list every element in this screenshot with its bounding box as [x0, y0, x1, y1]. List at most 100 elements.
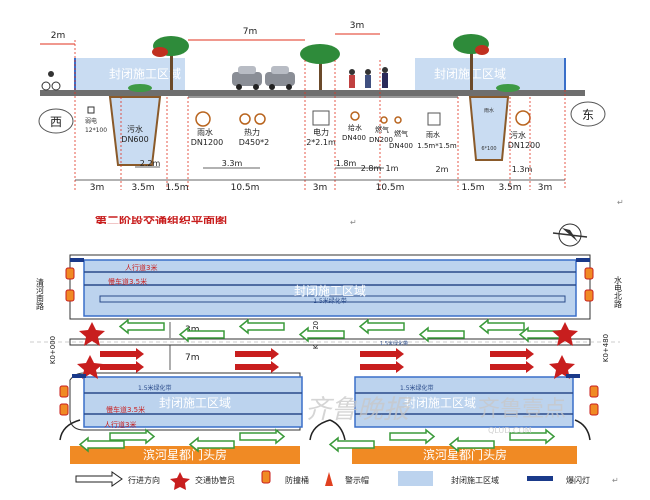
arrow-eastbound-red — [360, 361, 404, 373]
dim-2-2m: 2.2m — [140, 159, 161, 168]
arrow-eastbound — [239, 428, 286, 445]
legend-cone-icon — [325, 472, 333, 486]
legend-zone: 封闭施工区域 — [451, 475, 499, 485]
arrow-westbound — [478, 318, 525, 335]
slow-lane-label-bottom: 慢车道3.5米 — [106, 405, 145, 414]
upper-closed-zone — [83, 259, 577, 317]
car-icon — [265, 66, 295, 90]
rain-2-label: 雨水 — [426, 130, 440, 139]
lower-zone-label-right: 封闭施工区域 — [404, 396, 476, 410]
lane-width-7m: 7m — [185, 353, 200, 363]
sewer-pipe-right — [515, 110, 531, 126]
telecom-label: 弱电 — [85, 117, 97, 125]
lower-closed-zone-left — [83, 376, 303, 428]
green-belt-label-r: 1.5米绿化带 — [400, 384, 434, 392]
pedestrian-icon — [349, 67, 388, 88]
arrow-westbound — [298, 326, 345, 343]
plan-title: 第二阶段交通组织平面图 — [95, 213, 227, 228]
sewer-left-size: DN600 — [121, 135, 148, 144]
dim-3-3m: 3.3m — [222, 159, 243, 168]
power-duct — [312, 110, 330, 126]
barrier-barrel-icons — [59, 267, 599, 416]
arrow-eastbound-red — [100, 361, 144, 373]
right-trench-size: 6*100 — [481, 146, 496, 152]
legend-direction: 行进方向 — [128, 475, 160, 485]
arrow-eastbound-red — [100, 348, 144, 360]
arrow-westbound — [78, 436, 125, 453]
legend: 行进方向 交通协管员 防撞桶 警示帽 封闭施工区域 爆闪灯 ↵ — [75, 470, 619, 490]
sewer-right-size: DN1200 — [508, 141, 541, 150]
dim-2-8m: 2.8m — [361, 164, 382, 173]
car-icon — [232, 66, 262, 90]
gas-pipe-1 — [380, 116, 388, 124]
lower-closed-zone-right — [354, 376, 574, 428]
section-zone-label-left: 封闭施工区域 — [109, 67, 181, 81]
arrow-eastbound-red — [235, 348, 279, 360]
sewer-left-label: 污水 — [127, 124, 143, 134]
cyclist-icon — [41, 71, 61, 91]
heat-pipe-b — [254, 113, 266, 125]
ped-lane-label-top: 人行道3米 — [125, 263, 157, 272]
gas-1-size: DN200 — [369, 136, 393, 144]
slow-lane-label-top: 慢车道3.5米 — [108, 277, 147, 286]
bdim-3m-right: 3m — [538, 183, 553, 193]
heat-size: D450*2 — [239, 138, 270, 147]
arrow-eastbound-red — [490, 361, 534, 373]
upper-zone-label: 封闭施工区域 — [294, 284, 366, 298]
ped-lane-label-bottom: 人行道3米 — [104, 420, 136, 429]
rain-2-size: 1.5m*1.5m — [417, 142, 457, 150]
bdim-3m-left: 3m — [90, 183, 105, 193]
dim-2m: 2m — [51, 31, 66, 41]
water-size: DN400 — [342, 134, 366, 142]
trench-right — [468, 96, 510, 161]
dim-2m-inner: 2m — [436, 165, 449, 174]
arrow-westbound — [328, 436, 375, 453]
arrow-westbound — [118, 318, 165, 335]
arrow-westbound — [418, 326, 465, 343]
east-marker — [570, 101, 606, 127]
bdim-10-5m-right: 10.5m — [376, 183, 405, 193]
tree-icon — [453, 34, 489, 90]
building-left-label: 滨河星都门头房 — [143, 447, 227, 462]
lower-zone-label-left: 封闭施工区域 — [159, 396, 231, 410]
trench-left — [108, 96, 162, 166]
arrow-westbound — [178, 326, 225, 343]
dim-7m: 7m — [243, 27, 258, 37]
telecom-pipe — [87, 106, 95, 114]
west-marker — [38, 108, 74, 134]
sewer-right-label: 污水 — [510, 130, 526, 140]
dim-3m: 3m — [350, 21, 365, 31]
north-compass-icon — [552, 223, 588, 247]
legend-barrel-icon — [261, 470, 271, 484]
k-left: K0+000 — [49, 336, 57, 364]
arrow-eastbound-red — [360, 348, 404, 360]
gas-2-label: 燃气 — [394, 129, 408, 138]
arrow-eastbound — [389, 428, 436, 445]
cross-section: 封闭施工区域 封闭施工区域 — [38, 21, 624, 207]
lane-width-3m: 3m — [185, 325, 200, 335]
tree-icon — [300, 44, 340, 90]
road-surface — [40, 90, 585, 96]
legend-flash-icon — [527, 476, 553, 481]
arrow-westbound — [448, 436, 495, 453]
legend-officer-icon — [170, 472, 190, 490]
left-road-label: 清河南路 — [36, 277, 45, 310]
watermark: 齐鲁晚报 — [305, 395, 412, 425]
telecom-size: 12*100 — [85, 127, 107, 134]
arrow-eastbound — [109, 428, 156, 445]
west-label: 西 — [50, 115, 62, 129]
section-zone-left — [75, 58, 185, 90]
legend-zone-swatch — [398, 471, 433, 486]
building-right-label: 滨河星都门头房 — [423, 447, 507, 462]
k-right: K0+480 — [602, 334, 610, 362]
building-right — [352, 446, 577, 464]
arrow-eastbound-red — [490, 348, 534, 360]
rain-pipe-1 — [195, 111, 211, 127]
bdim-3m-mid: 3m — [313, 183, 328, 193]
rain-1-label: 雨水 — [197, 127, 213, 137]
rain-1-size: DN1200 — [191, 138, 224, 147]
section-zone-right — [415, 58, 565, 90]
direction-arrows — [78, 318, 565, 453]
